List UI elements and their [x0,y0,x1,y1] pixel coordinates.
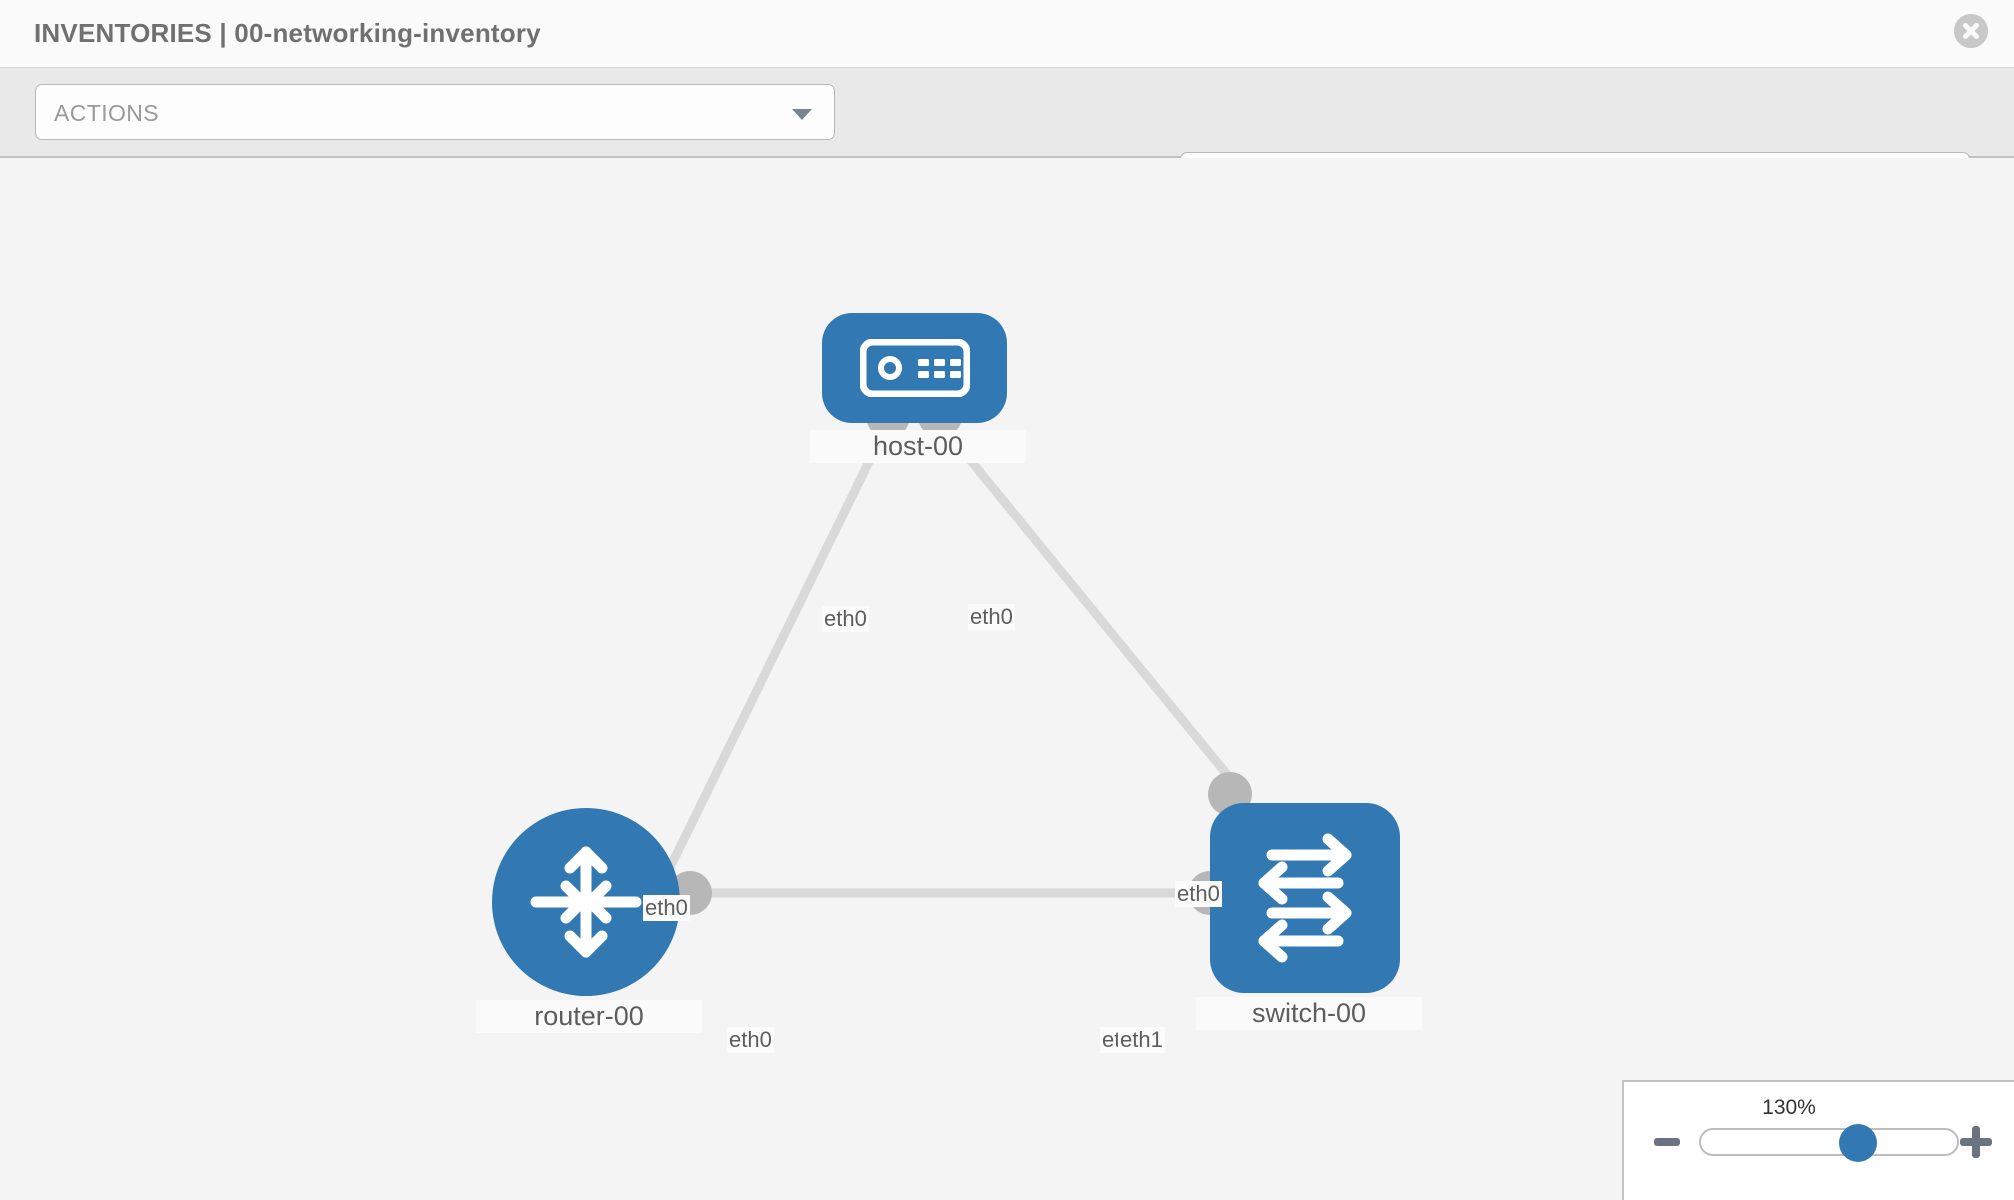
actions-dropdown[interactable]: ACTIONS [35,84,835,140]
topology-links [655,420,1242,898]
zoom-control-panel: 130% [1622,1080,2014,1200]
zoom-level-value: 130% [1762,1096,1816,1119]
zoom-slider-track[interactable] [1699,1124,1959,1162]
node-router-00[interactable]: router-00 [476,808,702,1033]
actions-dropdown-label: ACTIONS [54,100,160,126]
page-title: INVENTORIES | 00-networking-inventory [34,18,541,48]
switch-arrows-icon [1258,833,1352,963]
page-header: INVENTORIES | 00-networking-inventory [0,0,2014,68]
node-host-00[interactable]: host-00 [810,313,1026,463]
node-switch-00[interactable]: switch-00 [1196,803,1422,1030]
edge-label-router00-eth0-right: eth0 [727,1027,774,1053]
edge-label-host00-eth0-left: eth0 [822,606,869,632]
topology-canvas[interactable]: host-00 [0,158,2014,1200]
server-appliance-icon [860,339,970,397]
link-host00-router00 [655,421,893,890]
chevron-down-icon [792,109,812,120]
node-router-00-label: router-00 [476,1000,702,1033]
edge-label-host00-eth0-right: eth0 [968,604,1015,630]
node-switch-00-shape [1210,803,1400,993]
node-host-00-label: host-00 [810,430,1026,463]
toolbar: ACTIONS SEARC [0,68,2014,208]
edge-label-switch00-eth0-up: eth0 [1175,881,1222,907]
zoom-slider-thumb[interactable] [1839,1124,1877,1162]
node-switch-00-label: switch-00 [1196,997,1422,1030]
edge-label-router00-eth0-up: eth0 [643,895,690,921]
close-icon[interactable] [1954,14,1988,48]
link-host00-switch00 [936,420,1242,791]
router-four-arrows-icon [530,846,642,958]
minus-icon[interactable] [1654,1138,1680,1146]
edge-label-switch00-eth1-left: eth1 [1118,1027,1165,1053]
node-host-00-shape [822,313,1007,423]
plus-icon[interactable] [1960,1126,1992,1158]
